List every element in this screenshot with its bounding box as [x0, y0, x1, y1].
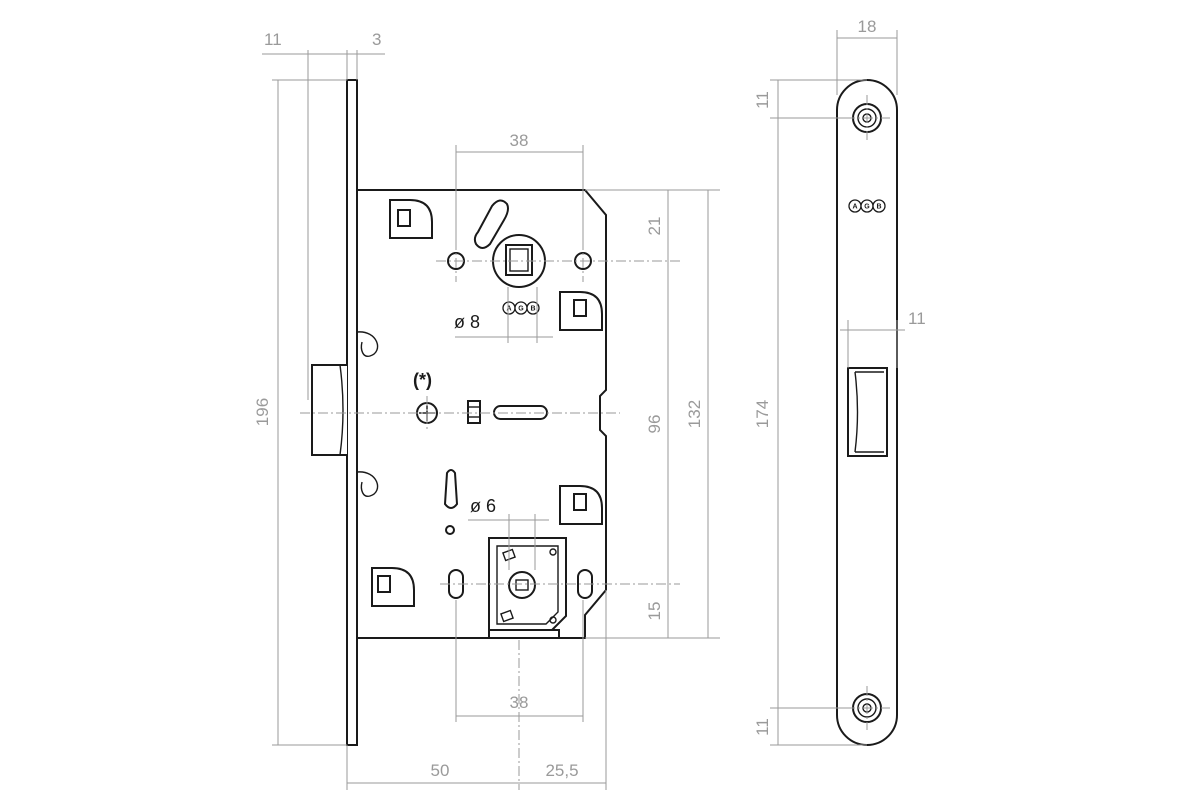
- svg-text:G: G: [864, 204, 870, 211]
- dim-96: 96: [645, 415, 664, 434]
- dim-diameter-8: ø 8: [454, 312, 480, 332]
- strike-latch-opening: [847, 367, 888, 457]
- dim-196: 196: [253, 398, 272, 426]
- svg-text:B: B: [876, 204, 881, 211]
- dim-132: 132: [685, 400, 704, 428]
- guide-block: [467, 400, 481, 424]
- slanted-slot: [473, 199, 509, 249]
- svg-text:A: A: [852, 204, 857, 211]
- dim-11-strike-side: 11: [908, 309, 926, 328]
- svg-text:A: A: [506, 306, 511, 313]
- agb-logo-strike: A G B: [848, 199, 886, 213]
- dim-3-top: 3: [372, 30, 381, 49]
- dim-diameter-6: ø 6: [470, 496, 496, 516]
- svg-text:G: G: [518, 306, 524, 313]
- dim-174: 174: [753, 400, 772, 428]
- mount-lug-mid-right: [559, 291, 603, 331]
- latch-bolt: [311, 364, 347, 456]
- dim-21: 21: [645, 217, 664, 236]
- dim-11-strike-top: 11: [753, 91, 772, 109]
- dim-50: 50: [431, 761, 450, 780]
- agb-logo-case: A G B: [502, 301, 540, 315]
- dim-11-top-left: 11: [264, 30, 282, 49]
- mount-lug-bottom-left: [371, 567, 415, 607]
- mount-lug-lower-right: [559, 485, 603, 525]
- dim-11-strike-bottom: 11: [753, 718, 772, 736]
- svg-text:B: B: [530, 306, 535, 313]
- dim-38-top: 38: [510, 131, 529, 150]
- dim-38-bottom: 38: [510, 693, 529, 712]
- dim-25-5: 25,5: [545, 761, 578, 780]
- privacy-bolt-housing: [488, 537, 567, 639]
- small-hole: [445, 525, 455, 535]
- mount-lug-top-left: [389, 199, 433, 239]
- dim-15: 15: [645, 602, 664, 621]
- dim-18: 18: [858, 17, 877, 36]
- note-star: (*): [413, 370, 432, 390]
- vertical-slot: [443, 469, 459, 509]
